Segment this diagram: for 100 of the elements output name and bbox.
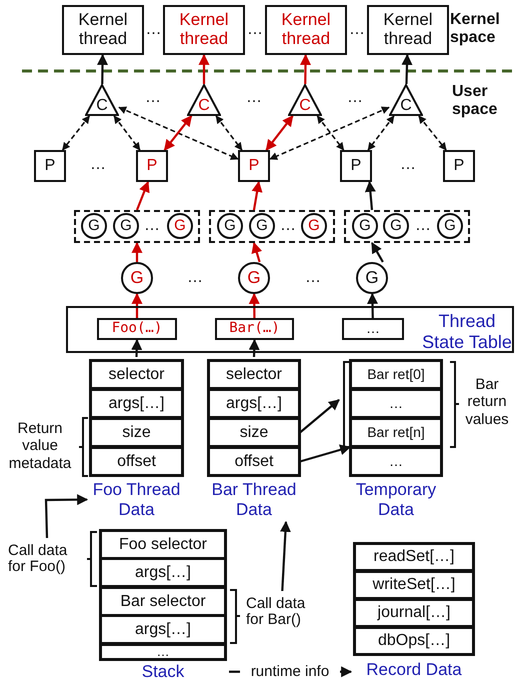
table-cell: args[…] bbox=[90, 389, 183, 418]
p-box: P bbox=[136, 150, 168, 182]
kernel-thread-box: Kernel thread bbox=[367, 5, 449, 55]
table-cell: Bar(…) bbox=[215, 318, 294, 340]
table-cell: args[…] bbox=[100, 558, 226, 587]
ellipsis: … bbox=[279, 216, 297, 236]
table-cell: size bbox=[208, 418, 300, 447]
table-cell: … bbox=[100, 644, 226, 660]
g-circle: G bbox=[301, 213, 327, 239]
table-cell: size bbox=[90, 418, 183, 447]
arrow bbox=[132, 292, 142, 318]
p-box: P bbox=[238, 150, 270, 182]
g-circle: G bbox=[249, 213, 275, 239]
p-box: P bbox=[443, 150, 475, 182]
ellipsis: … bbox=[89, 155, 107, 175]
arrow bbox=[367, 292, 378, 318]
table-cell: Bar selector bbox=[100, 587, 226, 616]
table-cell: dbOps[…] bbox=[354, 627, 474, 655]
thread-state-table bbox=[66, 306, 514, 353]
space-label: User space bbox=[452, 82, 498, 120]
bracket-label: Call data for Bar() bbox=[246, 591, 320, 633]
bracket-label: Call data for Foo() bbox=[8, 538, 86, 580]
table-cell: writeSet[…] bbox=[354, 571, 474, 599]
table-cell: … bbox=[342, 318, 404, 340]
ellipsis: … bbox=[346, 88, 364, 108]
g-circle: G bbox=[437, 213, 463, 239]
kernel-thread-box: Kernel thread bbox=[62, 5, 144, 55]
arrow bbox=[132, 242, 142, 262]
table-caption: Temporary Data bbox=[354, 479, 438, 521]
ellipsis: … bbox=[144, 20, 162, 40]
ellipsis: … bbox=[245, 88, 263, 108]
dashed-group-box bbox=[74, 210, 200, 243]
ellipsis: … bbox=[246, 20, 264, 40]
table-cell: Foo(…) bbox=[97, 318, 177, 340]
g-circle: G bbox=[113, 213, 139, 239]
table-cell: Bar ret[0] bbox=[350, 360, 442, 389]
kernel-thread-box: Kernel thread bbox=[163, 5, 245, 55]
dashed-arrow bbox=[215, 115, 243, 151]
triangle-node: C bbox=[389, 84, 423, 116]
table-cell: offset bbox=[90, 447, 183, 476]
arrow bbox=[371, 242, 384, 263]
arrow bbox=[198, 54, 210, 84]
dashed-group-box bbox=[209, 210, 335, 243]
arrow bbox=[300, 54, 311, 84]
table-cell: Bar ret[n] bbox=[350, 418, 442, 447]
triangle-node: C bbox=[288, 84, 322, 116]
table-caption: Stack bbox=[140, 662, 186, 682]
g-circle: G bbox=[238, 262, 270, 294]
p-box: P bbox=[34, 150, 66, 182]
arrow bbox=[164, 115, 192, 151]
arrow bbox=[44, 494, 88, 538]
table-cell: args[…] bbox=[100, 615, 226, 644]
dashed-arrow bbox=[367, 115, 395, 151]
space-label: Kernel space bbox=[450, 10, 501, 48]
ellipsis: … bbox=[348, 20, 366, 40]
p-box: P bbox=[340, 150, 372, 182]
bracket-label: Bar return values bbox=[464, 375, 510, 430]
dashed-arrow bbox=[316, 115, 344, 151]
table-caption: Bar Thread Data bbox=[210, 479, 298, 521]
arrow bbox=[300, 444, 352, 463]
table-cell: readSet[…] bbox=[354, 543, 474, 571]
bracket-label: Return value metadata bbox=[8, 419, 72, 474]
table-title: Thread State Table bbox=[421, 312, 513, 352]
table-cell: journal[…] bbox=[354, 599, 474, 627]
dashed-arrow bbox=[62, 115, 90, 151]
arrow bbox=[136, 180, 150, 210]
arrow bbox=[364, 180, 376, 210]
ellipsis: … bbox=[144, 88, 162, 108]
table-cell: Foo selector bbox=[100, 530, 226, 559]
arrow bbox=[97, 54, 108, 84]
arrow bbox=[131, 338, 142, 358]
arrow bbox=[266, 115, 294, 151]
g-circle: G bbox=[383, 213, 409, 239]
g-circle: G bbox=[352, 213, 378, 239]
dashed-arrow bbox=[418, 115, 447, 151]
dashed-arrow bbox=[118, 106, 239, 160]
g-circle: G bbox=[167, 213, 193, 239]
arrow bbox=[252, 242, 262, 262]
g-circle: G bbox=[217, 213, 243, 239]
g-circle: G bbox=[81, 213, 107, 239]
table-cell: selector bbox=[208, 360, 300, 389]
ellipsis: … bbox=[414, 216, 432, 236]
table-caption: Record Data bbox=[365, 658, 463, 681]
ellipsis: … bbox=[143, 216, 161, 236]
table-cell: selector bbox=[90, 360, 183, 389]
dashed-group-box bbox=[344, 210, 470, 243]
table-cell: offset bbox=[208, 447, 300, 476]
triangle-node: C bbox=[85, 84, 119, 116]
table-cell: … bbox=[350, 389, 442, 418]
arrow bbox=[248, 292, 260, 318]
table-caption: Foo Thread Data bbox=[92, 479, 182, 521]
dashed-arrow bbox=[269, 106, 390, 160]
ellipsis: … bbox=[186, 268, 204, 288]
table-cell: args[…] bbox=[208, 389, 300, 418]
dashed-arrow bbox=[113, 115, 141, 151]
arrow bbox=[402, 54, 412, 84]
ellipsis: … bbox=[399, 155, 417, 175]
arrow bbox=[252, 180, 263, 210]
arrow bbox=[299, 399, 340, 434]
kernel-thread-box: Kernel thread bbox=[265, 5, 347, 55]
